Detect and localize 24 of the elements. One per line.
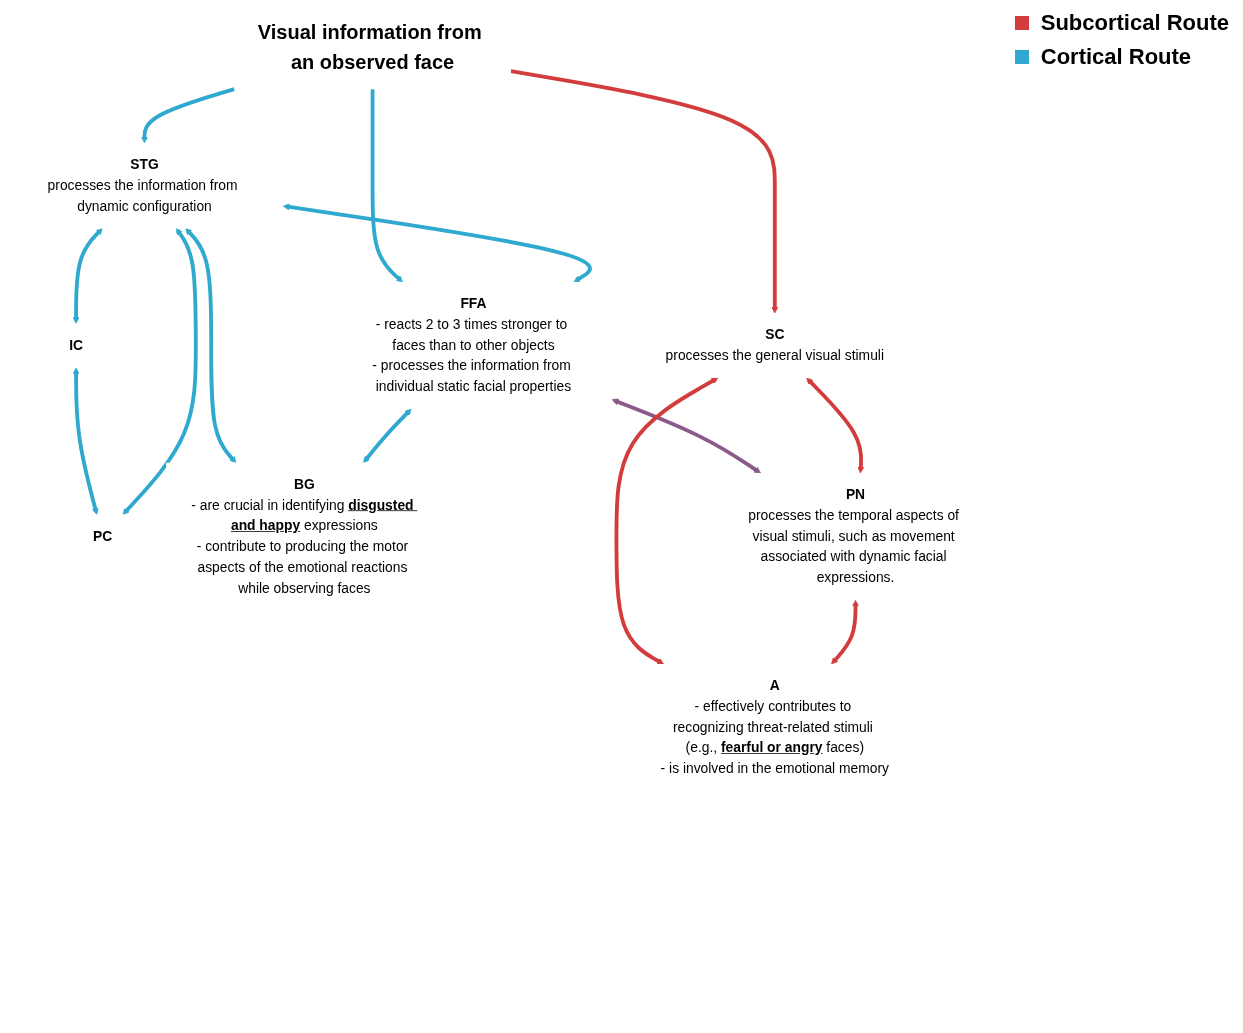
node-text: A - effectively contributes to recognizing threat-related stimuli (e.g., fearful or angry faces) - is involved in the emotional memory: [660, 677, 889, 777]
arrow: [185, 228, 237, 463]
arrow: [122, 228, 198, 515]
node-text: STG processes the information from dynamic configuration: [47, 156, 238, 214]
node-text: IC: [69, 337, 84, 353]
arrow: [611, 398, 761, 474]
arrow: [510, 69, 779, 314]
arrow: [72, 367, 99, 515]
node-text: PN processes the temporal aspects of visual stimuli, such as movement associated with dynamic facial expressions.: [748, 486, 959, 586]
node-text: SC processes the general visual stimuli: [665, 327, 884, 364]
arrow: [370, 89, 403, 283]
arrow: [282, 203, 592, 283]
arrow: [72, 228, 103, 324]
arrow: [141, 87, 235, 144]
node-text: Visual information from an observed face: [257, 20, 482, 74]
arrow: [614, 377, 719, 665]
legend-label: Cortical Route: [1040, 44, 1192, 70]
arrow: [831, 599, 859, 665]
node-text: PC: [92, 528, 113, 544]
node-text: BG - are crucial in identifying disgusted and happy expressions - contribute to producing the motor aspects of the emotional reactions while observing faces: [191, 476, 414, 596]
arrow: [363, 408, 412, 463]
arrow: [806, 377, 865, 474]
node-text: FFA - reacts 2 to 3 times stronger to faces than to other objects - processes the information from individual static facial properties: [372, 295, 572, 395]
legend-label: Subcortical Route: [1040, 10, 1229, 36]
